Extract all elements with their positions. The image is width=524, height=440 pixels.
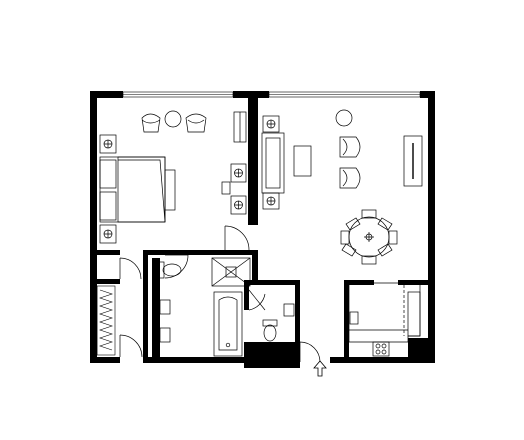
- wall-toilet-left: [244, 280, 249, 310]
- closet-rail: [96, 285, 116, 356]
- wall-kitchen-top-left: [344, 280, 374, 285]
- windows: [122, 91, 421, 98]
- kitchen-counter: [348, 285, 421, 343]
- wall-bottom-right: [330, 357, 435, 363]
- wall-left: [90, 91, 97, 363]
- wall-partition-center: [248, 91, 258, 225]
- armchair-icon: [185, 113, 207, 133]
- sink-right: [159, 327, 171, 343]
- bathtub-icon: [213, 291, 243, 357]
- sofa-icon: [261, 132, 285, 194]
- wall-kitchen-top-right: [398, 280, 435, 285]
- wall-bedroom-bottom: [90, 250, 120, 255]
- entry-arrow-icon: [313, 360, 327, 377]
- wall-living-stub: [295, 336, 300, 362]
- wall-closet-top: [90, 279, 120, 284]
- armchair-icon: [141, 113, 161, 133]
- living-furniture: [261, 109, 423, 210]
- shower-icon: [211, 257, 251, 287]
- side-table: [164, 110, 182, 128]
- wall-bath-vertical: [152, 258, 160, 358]
- wall-kitchen-corner: [408, 338, 435, 363]
- nightstand-top: [99, 134, 117, 154]
- doors: [119, 225, 421, 363]
- toilet-icon: [262, 319, 278, 342]
- coffee-table: [293, 145, 312, 177]
- wall-top-left: [90, 91, 123, 98]
- wall-bedroom-bottom-right: [143, 250, 256, 255]
- bedroom-furniture: [99, 110, 247, 244]
- kitchen-fixtures: [348, 285, 421, 357]
- sink-left: [159, 299, 171, 315]
- double-bed-icon: [99, 156, 166, 223]
- wall-bath-right: [252, 250, 258, 284]
- armchair-icon: [339, 136, 361, 158]
- wall-block-bottom: [244, 342, 300, 368]
- armchair-icon: [339, 167, 361, 189]
- fridge: [407, 291, 421, 337]
- wall-kitchen-left: [344, 280, 349, 362]
- walls: [90, 91, 435, 368]
- wall-bottom-left: [90, 357, 120, 363]
- kitchen-sink: [349, 311, 359, 325]
- nightstand-bottom: [99, 224, 117, 244]
- dining-set: [340, 209, 398, 265]
- cooktop: [372, 341, 390, 357]
- tv-console: [403, 135, 423, 187]
- toilet-basin: [283, 303, 295, 317]
- bathroom-fixtures: [157, 257, 295, 357]
- wall-hall-vertical: [143, 250, 148, 363]
- wall-right: [428, 91, 435, 341]
- wall-bottom-mid: [148, 357, 246, 363]
- wall-top-right: [420, 91, 435, 98]
- wall-toilet-right: [295, 280, 300, 342]
- door-toilet: [248, 289, 266, 311]
- wall-toilet-top: [244, 280, 300, 285]
- toilet-icon: [157, 261, 182, 279]
